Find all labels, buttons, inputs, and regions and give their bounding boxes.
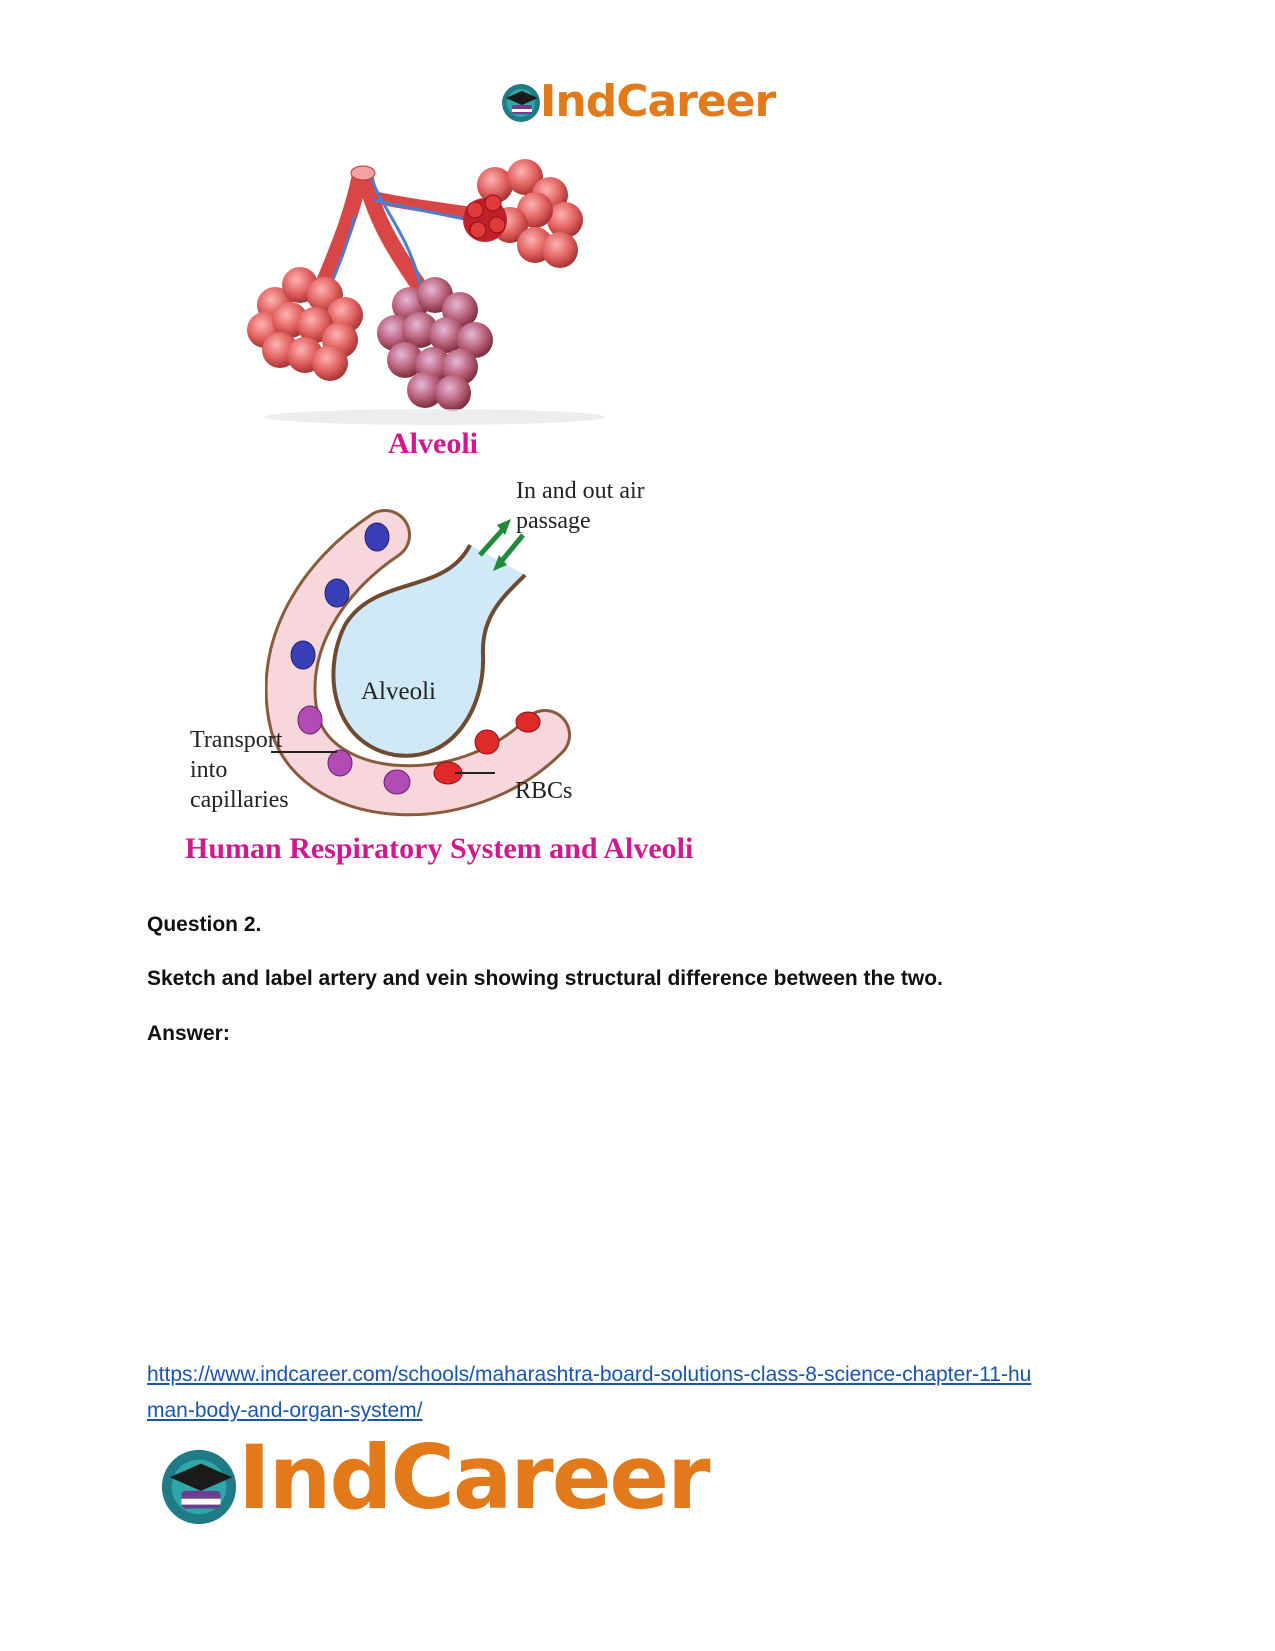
alveoli-cluster-bottom bbox=[377, 277, 493, 411]
alveoli-cluster-left bbox=[247, 267, 363, 381]
alveoli-caption: Alveoli bbox=[388, 427, 478, 460]
figure-caption: Human Respiratory System and Alveoli bbox=[185, 832, 694, 865]
alveolus-diagram bbox=[265, 509, 571, 817]
source-link-block: https://www.indcareer.com/schools/mahara… bbox=[147, 1357, 1147, 1429]
air-in-arrow-icon bbox=[478, 525, 507, 557]
footer-logo: IndCareer bbox=[158, 1426, 711, 1540]
transport-label: Transport into capillaries bbox=[190, 727, 289, 813]
alveolus-sac bbox=[331, 544, 527, 758]
logo-text: IndCareer bbox=[540, 76, 776, 127]
rbcs-label: RBCs bbox=[515, 778, 573, 804]
air-out-arrow-icon bbox=[498, 533, 525, 565]
header-logo: IndCareer bbox=[500, 76, 780, 128]
alveoli-inner-label: Alveoli bbox=[361, 678, 436, 705]
logo-text: IndCareer bbox=[238, 1426, 711, 1529]
air-passage-label: In and out air passage bbox=[516, 478, 645, 534]
graduation-globe-icon bbox=[161, 1449, 237, 1525]
answer-label: Answer: bbox=[147, 1022, 230, 1045]
question-title: Question 2. bbox=[147, 913, 262, 936]
alveoli-cluster-right bbox=[463, 159, 583, 268]
question-text: Sketch and label artery and vein showing… bbox=[147, 967, 943, 990]
source-link[interactable]: https://www.indcareer.com/schools/mahara… bbox=[147, 1363, 1032, 1422]
graduation-globe-icon bbox=[502, 84, 540, 122]
alveoli-illustration bbox=[247, 159, 605, 425]
